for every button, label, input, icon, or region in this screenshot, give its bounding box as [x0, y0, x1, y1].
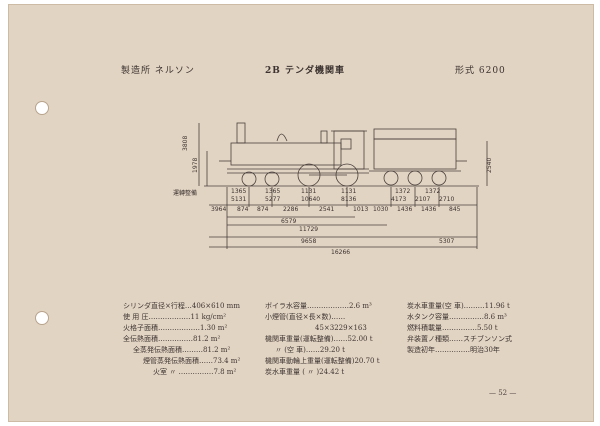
dim-top-4: 1131: [341, 188, 356, 195]
dim-top-1: 1365: [231, 188, 246, 195]
spacing-2: 874: [237, 206, 249, 213]
dim-bottom-5: 4173: [391, 196, 406, 203]
page-number: — 52 —: [489, 389, 517, 397]
spec-col1-row2: 使 用 圧………………11 kg/cm²: [123, 313, 227, 321]
locomotive-type-title: 2B テンダ機関車: [265, 66, 346, 76]
spacing-1: 3964: [211, 206, 226, 213]
spacing-7: 1030: [373, 206, 388, 213]
spec-col3-row4: 弁装置ノ種類……スチブンソン式: [407, 335, 512, 343]
dim-top-2: 1365: [265, 188, 280, 195]
length-11729: 11729: [299, 226, 318, 233]
dim-top-3: 1131: [301, 188, 316, 195]
spec-col2-row6: 機関車動輪上重量(運転整備)20.70 t: [265, 357, 380, 365]
dim-bottom-4: 8136: [341, 196, 356, 203]
binder-hole-bottom: [35, 311, 49, 325]
spec-col1-row4: 全伝熱面積……………81.2 m²: [123, 335, 221, 343]
locomotive-drawing: 3808 1978 2540 運轉整備 1365 1365 1131 1131 …: [173, 122, 493, 256]
spec-col1-row1: シリンダ直径×行程…406×610 mm: [123, 302, 240, 310]
spec-col2-row4: 機関車重量(運転整備)……52.00 t: [265, 335, 373, 343]
spec-col1-row3: 火格子面積………………1.30 m²: [123, 324, 228, 332]
dim-bottom-1: 5131: [231, 196, 246, 203]
spacing-4: 2286: [283, 206, 298, 213]
binder-hole-top: [35, 101, 49, 115]
spec-col3-row3: 燃料積載量……………5.50 t: [407, 324, 498, 332]
dim-top-6: 1372: [425, 188, 440, 195]
spec-col2-row5: 〃 (空 車)……29.20 t: [275, 346, 345, 354]
spec-col3-row1: 炭水車重量(空 車)………11.96 t: [407, 302, 510, 310]
document-card: 製造所 ネルソン 2B テンダ機関車 形式 6200: [8, 4, 594, 422]
length-9658: 9658: [301, 238, 316, 245]
spacing-9: 1436: [421, 206, 436, 213]
side-height-label: 2540: [486, 158, 493, 173]
spec-col1-row6: 煙管蒸発伝熱面積……73.4 m²: [143, 357, 241, 365]
dim-top-5: 1372: [395, 188, 410, 195]
spec-col2-row2: 小煙管(直径×長×数)……: [265, 313, 346, 321]
dim-bottom-6: 2107: [415, 196, 430, 203]
spacing-10: 845: [449, 206, 461, 213]
spacing-3: 874: [257, 206, 269, 213]
dim-bottom-3: 10640: [301, 196, 320, 203]
spacing-5: 2541: [319, 206, 334, 213]
spacing-6: 1013: [353, 206, 368, 213]
dim-bottom-2: 5277: [265, 196, 280, 203]
dim-bottom-7: 2710: [439, 196, 454, 203]
spec-col2-row3: 45×3229×163: [315, 324, 367, 332]
spacing-8: 1436: [397, 206, 412, 213]
spec-col1-row7: 火室 〃 ……………7.8 m²: [153, 368, 237, 376]
spec-col2-row1: ボイラ水容量………………2.6 m³: [265, 302, 372, 310]
annotation-label: 運轉整備: [173, 189, 197, 197]
height-label-boiler: 1978: [192, 158, 199, 173]
spec-col2-row7: 炭水車重量 ( 〃 )24.42 t: [265, 368, 345, 376]
length-6579: 6579: [281, 218, 296, 225]
model-label: 形式 6200: [455, 66, 506, 76]
maker-label: 製造所 ネルソン: [121, 66, 195, 76]
spec-col3-row2: 水タンク容量……………8.6 m³: [407, 313, 507, 321]
height-label-total: 3808: [182, 136, 189, 151]
length-5307: 5307: [439, 238, 454, 245]
spec-col3-row5: 製造初年……………明治30年: [407, 346, 500, 354]
length-16266: 16266: [331, 249, 350, 256]
spec-col1-row5: 全蒸発伝熱面積………81.2 m²: [133, 346, 231, 354]
